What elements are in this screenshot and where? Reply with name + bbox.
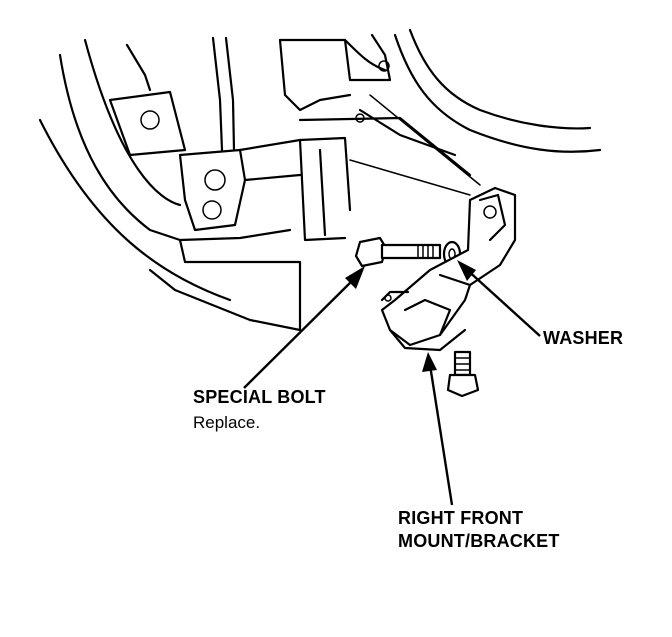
special-bolt-part xyxy=(354,236,442,268)
mount-label-line2: MOUNT/BRACKET xyxy=(398,531,560,551)
special-bolt-note: Replace. xyxy=(193,413,261,432)
mount-bracket-part xyxy=(380,186,517,398)
special-bolt-label: SPECIAL BOLT xyxy=(193,387,326,407)
leader-arrows xyxy=(243,260,541,506)
engine-frame xyxy=(38,28,602,332)
washer-label: WASHER xyxy=(543,328,624,348)
mount-label-line1: RIGHT FRONT xyxy=(398,508,524,528)
